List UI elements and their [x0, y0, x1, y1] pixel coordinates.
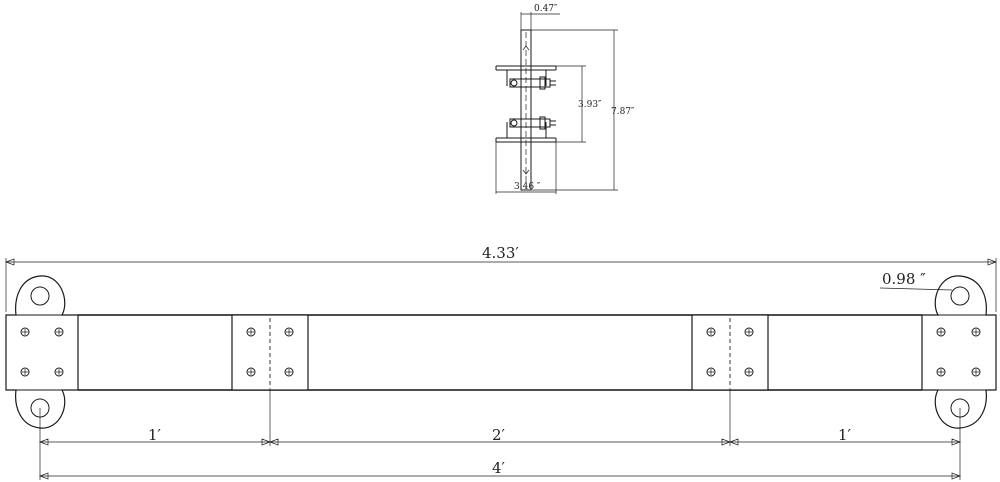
top-view: 4.33′ 0.98 ″ [5, 244, 997, 480]
left-splice-bolts-icon [246, 327, 294, 377]
right-end-plate [921, 275, 997, 429]
dim-width-base: 3.46 ″ [514, 182, 541, 192]
bolt-upper-icon [509, 76, 556, 90]
dim-height-total: 7.87″ [611, 107, 635, 117]
dim-left-span: 1′ [148, 426, 162, 444]
dim-center-span: 2′ [492, 426, 506, 444]
dim-hole-diameter: 0.98 ″ [882, 270, 926, 288]
left-top-hole-icon [30, 286, 50, 306]
dim-overall-length: 4.33′ [482, 244, 519, 262]
right-top-hole-icon [950, 286, 970, 306]
right-splice-bolts-icon [706, 327, 754, 377]
bolt-lower-icon [509, 116, 556, 130]
dim-height-inner: 3.93″ [578, 100, 602, 110]
right-bolt-group-icon [936, 327, 981, 377]
side-view: 0.47″ 3.93″ 7.87″ 3.46 ″ [495, 4, 635, 194]
dim-hole-span: 4′ [492, 459, 506, 477]
left-end-plate [5, 275, 79, 429]
dim-width-top: 0.47″ [534, 4, 558, 14]
left-bolt-group-icon [20, 327, 64, 377]
dim-right-span: 1′ [838, 426, 852, 444]
